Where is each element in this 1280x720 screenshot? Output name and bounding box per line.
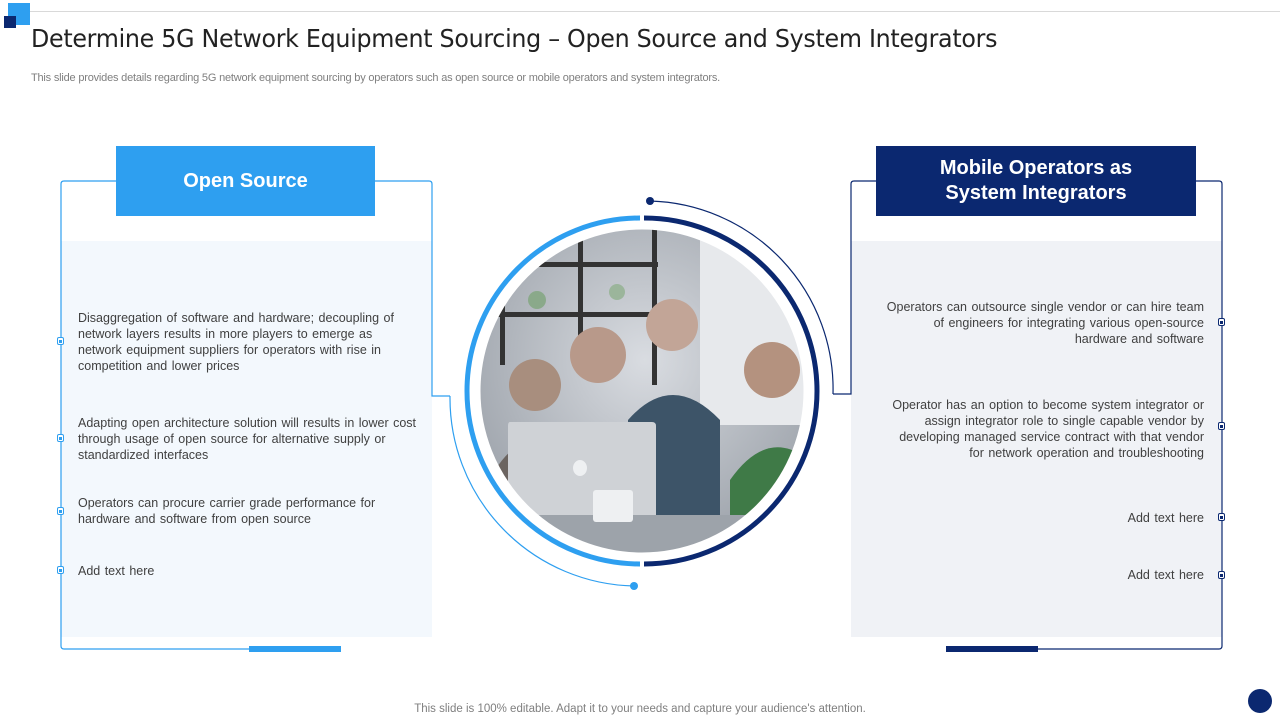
bullet-marker-icon: [57, 566, 64, 574]
right-panel-fill: [851, 241, 1222, 637]
bullet-marker-icon: [1218, 571, 1225, 579]
left-item-4: Add text here: [78, 564, 155, 578]
right-item-4: Add text here: [1127, 568, 1204, 582]
logo-square-dark: [4, 16, 16, 28]
open-source-header-label: Open Source: [183, 169, 308, 192]
top-divider: [30, 11, 1280, 12]
page-subtitle: This slide provides details regarding 5G…: [31, 72, 721, 84]
left-item-1: Disaggregation of software and hardware;…: [78, 311, 394, 373]
open-source-header: Open Source: [116, 146, 375, 216]
system-integrators-header: Mobile Operators as System Integrators: [876, 146, 1196, 216]
bullet-marker-icon: [1218, 318, 1225, 326]
right-item-1: Operators can outsource single vendor or…: [886, 300, 1204, 346]
footer-note: This slide is 100% editable. Adapt it to…: [414, 703, 866, 715]
right-item-3: Add text here: [1127, 511, 1204, 525]
left-item-3: Operators can procure carrier grade perf…: [78, 496, 376, 526]
left-item-2: Adapting open architecture solution will…: [78, 416, 417, 462]
bullet-marker-icon: [57, 507, 64, 515]
left-panel-fill: [61, 241, 432, 637]
system-integrators-header-line1: Mobile Operators as: [939, 157, 1133, 179]
bullet-marker-icon: [57, 434, 64, 442]
left-accent-bar: [249, 646, 341, 652]
page-dot-icon: [1248, 689, 1272, 713]
system-integrators-header-line2: System Integrators: [945, 182, 1127, 204]
page-title: Determine 5G Network Equipment Sourcing …: [31, 24, 998, 53]
bullet-marker-icon: [57, 337, 64, 345]
bullet-marker-icon: [1218, 513, 1225, 521]
bullet-marker-icon: [1218, 422, 1225, 430]
right-accent-bar: [946, 646, 1038, 652]
right-item-2: Operator has an option to become system …: [892, 398, 1204, 460]
